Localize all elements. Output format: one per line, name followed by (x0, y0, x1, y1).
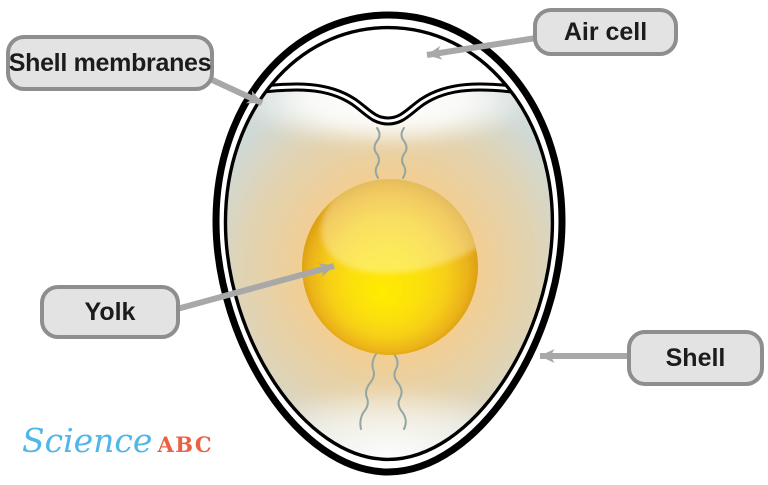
arrow-air-cell (426, 35, 537, 60)
egg-shell-inner-outline (223, 25, 555, 462)
chalaza-lower-right (393, 353, 407, 430)
air-cell-glow (238, 52, 538, 148)
label-air-cell-text: Air cell (563, 17, 648, 46)
arrow-shell-membranes (206, 75, 264, 106)
label-air-cell: Air cell (533, 8, 678, 56)
callout-arrows (176, 35, 628, 363)
logo-science: Science (22, 421, 153, 460)
logo-abc: ABC (157, 432, 214, 457)
chalazae (359, 127, 408, 430)
chalaza-upper-left (373, 127, 381, 179)
label-yolk-text: Yolk (84, 297, 136, 326)
label-shell-text: Shell (665, 343, 726, 372)
chalaza-upper-right (400, 127, 408, 179)
albumen-bottom-highlight (228, 385, 548, 461)
label-shell-membranes: Shell membranes (6, 35, 214, 91)
yolk-highlight (321, 179, 478, 274)
chalaza-lower-left (359, 353, 377, 430)
label-yolk: Yolk (40, 285, 180, 339)
logo: Science ABC (22, 421, 214, 460)
arrow-yolk (176, 263, 335, 312)
label-shell: Shell (627, 330, 764, 386)
shell-membrane-gap (227, 85, 549, 123)
label-shell-membranes-text: Shell membranes (8, 48, 212, 77)
egg-interior (224, 26, 554, 461)
